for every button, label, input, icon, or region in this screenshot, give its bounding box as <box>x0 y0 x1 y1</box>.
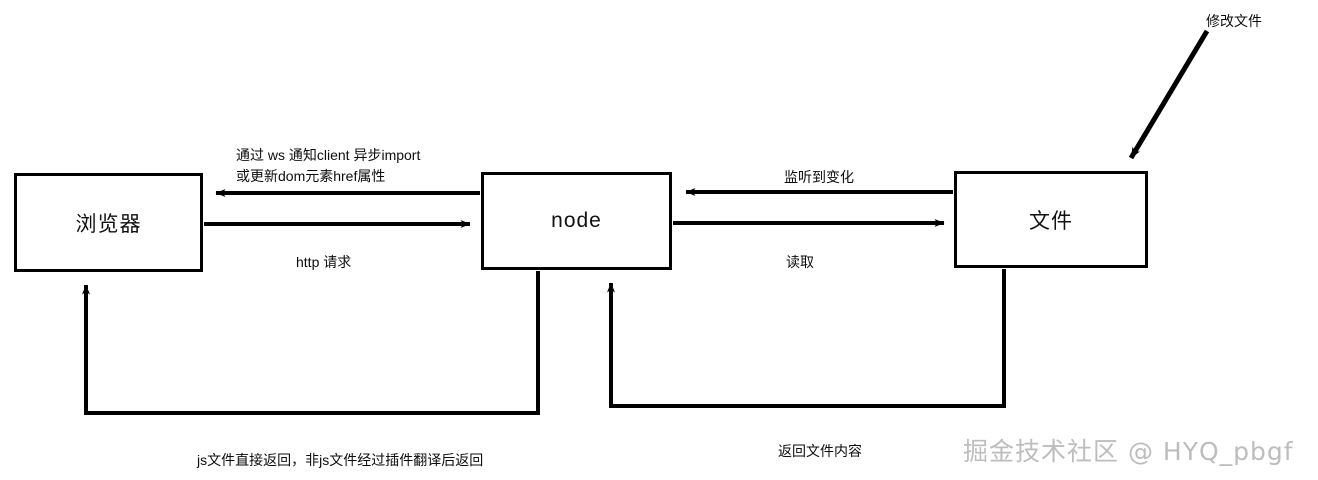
edge-label-http-request: http 请求 <box>296 254 352 270</box>
node-label-file: 文件 <box>1029 209 1073 233</box>
edge-label-ws-notify-line2: 或更新dom元素href属性 <box>236 168 386 184</box>
node-label-node: node <box>551 209 602 232</box>
edge-node-to-browser-response <box>82 271 540 415</box>
edge-label-read: 读取 <box>786 254 814 270</box>
edge-label-return-content: 返回文件内容 <box>778 443 862 459</box>
edge-label-ws-notify-line1: 通过 ws 通知client 异步import <box>236 147 421 163</box>
edge-label-js-return: js文件直接返回，非js文件经过插件翻译后返回 <box>197 452 484 468</box>
edge-modify-file <box>1128 29 1210 160</box>
node-label-browser: 浏览器 <box>75 212 142 236</box>
node-box-browser[interactable]: 浏览器 <box>14 173 203 272</box>
annotation-modify-file: 修改文件 <box>1206 13 1262 29</box>
watermark: 掘金技术社区 @ HYQ_pbgf <box>963 437 1294 466</box>
node-box-node[interactable]: node <box>481 172 672 270</box>
node-box-file[interactable]: 文件 <box>954 171 1148 268</box>
edge-label-watch-change: 监听到变化 <box>784 169 854 185</box>
edge-label-ws-notify: 通过 ws 通知client 异步import 或更新dom元素href属性 <box>236 145 420 187</box>
edge-file-to-node-response <box>607 269 1006 408</box>
